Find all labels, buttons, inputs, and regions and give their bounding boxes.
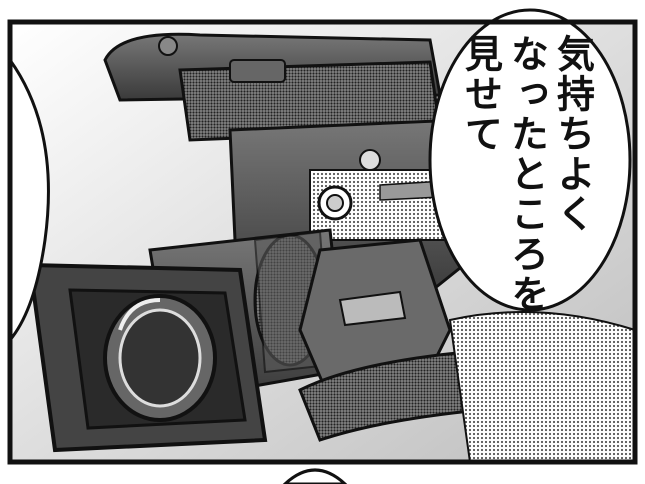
speech-bubble — [428, 8, 632, 312]
bubble-line-1: 気持ちよく — [550, 34, 595, 234]
background-surface — [448, 311, 636, 463]
camera-top-handle — [103, 32, 442, 142]
panel-border — [7, 19, 638, 465]
bubble-line-3: 見せて — [458, 34, 503, 154]
left-speech-bubble — [8, 55, 50, 345]
bottom-speech-bubble — [282, 468, 348, 484]
hand-strap — [298, 238, 500, 442]
lens-hood — [27, 262, 268, 453]
bubble-line-2: なったところを — [504, 34, 549, 314]
